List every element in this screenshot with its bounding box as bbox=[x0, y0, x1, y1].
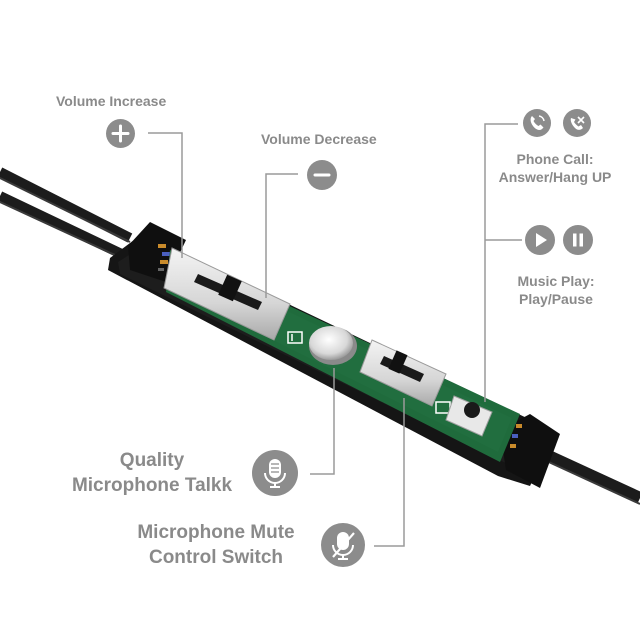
minus-icon bbox=[307, 160, 337, 190]
housing-cap-right bbox=[500, 414, 560, 488]
label-phone-call: Phone Call: Answer/Hang UP bbox=[490, 150, 620, 186]
label-mute-switch-line2: Control Switch bbox=[148, 547, 284, 568]
phone-hangup-icon bbox=[563, 109, 591, 137]
leader-mute-switch bbox=[374, 398, 405, 547]
label-mute-switch-line1: Microphone Mute bbox=[137, 522, 295, 543]
label-mute-switch: Microphone Mute Control Switch bbox=[130, 520, 302, 570]
microphone-capsule bbox=[287, 326, 357, 365]
label-music-play: Music Play: Play/Pause bbox=[500, 272, 612, 308]
push-button bbox=[435, 395, 493, 437]
label-music-play-line1: Music Play: bbox=[517, 273, 595, 289]
leader-volume-decrease bbox=[265, 173, 298, 298]
leader-volume-increase bbox=[148, 132, 183, 258]
label-music-play-line2: Play/Pause bbox=[519, 291, 593, 307]
microphone-icon bbox=[252, 450, 298, 496]
label-quality-mic-line1: Quality bbox=[119, 450, 185, 471]
label-phone-call-line1: Phone Call: bbox=[516, 151, 594, 167]
label-volume-decrease: Volume Decrease bbox=[261, 131, 377, 147]
cable-right bbox=[537, 446, 640, 505]
leader-quality-mic bbox=[310, 368, 335, 475]
mute-switch-plate bbox=[359, 339, 447, 407]
volume-switch-plate bbox=[163, 247, 291, 341]
plus-icon bbox=[106, 119, 135, 148]
label-quality-mic-line2: Microphone Talkk bbox=[71, 475, 233, 496]
phone-answer-icon bbox=[523, 109, 551, 137]
label-phone-call-line2: Answer/Hang UP bbox=[498, 169, 612, 185]
pause-icon bbox=[563, 225, 593, 255]
leader-phone-call bbox=[484, 123, 518, 402]
play-icon bbox=[525, 225, 555, 255]
microphone-mute-icon bbox=[321, 523, 365, 567]
cable-left bbox=[0, 167, 133, 263]
leader-lines bbox=[148, 123, 522, 547]
label-volume-increase: Volume Increase bbox=[56, 93, 167, 109]
label-quality-mic: Quality Microphone Talkk bbox=[62, 448, 242, 498]
